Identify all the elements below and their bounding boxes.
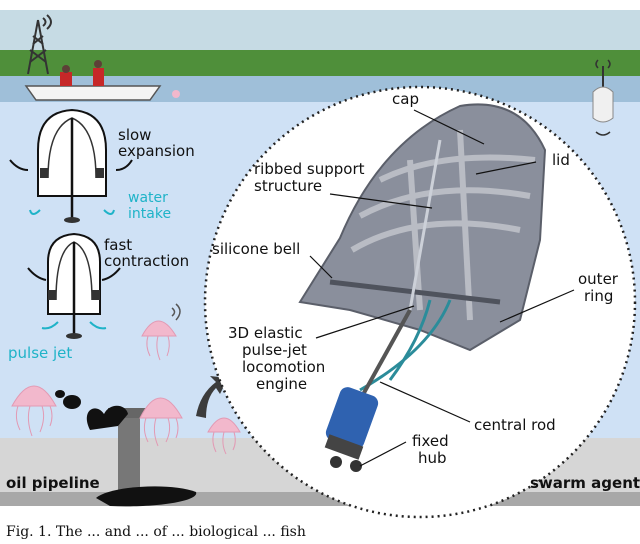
label-silicone-bell: silicone bell <box>212 240 300 258</box>
figure-caption: Fig. 1. The ... and ... of ... biologica… <box>6 524 306 540</box>
bell-expansion-schematic <box>9 108 133 223</box>
bell-contraction-schematic <box>27 232 121 339</box>
label-fixed-hub: fixed hub <box>412 432 453 467</box>
boat <box>24 60 180 101</box>
jellyfish <box>139 397 183 447</box>
jellyfish <box>207 417 241 455</box>
label-slow-expansion: slow expansion <box>118 126 195 160</box>
jellyfish-swarm <box>11 320 241 455</box>
seabed-base <box>0 492 640 506</box>
curved-arrow-icon <box>196 376 228 418</box>
radio-tower-icon <box>27 14 52 75</box>
label-oil-pipeline: oil pipeline <box>6 474 100 492</box>
jellyfish <box>11 385 57 437</box>
jellyfish-robot <box>298 103 547 472</box>
pipeline-pillar <box>118 414 140 496</box>
label-fast-contraction: fast contraction <box>104 236 189 270</box>
oil-spill <box>55 390 197 507</box>
grass-bank <box>0 50 640 78</box>
pipeline-cap <box>108 408 150 418</box>
label-central-rod: central rod <box>474 416 556 434</box>
label-swarm-agent: swarm agent <box>530 474 640 492</box>
label-engine: 3D elastic pulse-jet locomotion engine <box>228 324 330 393</box>
label-outer-ring: outer ring <box>578 270 623 305</box>
buoy <box>592 59 614 136</box>
wifi-icon <box>171 303 181 321</box>
label-lid: lid <box>552 151 570 169</box>
label-cap: cap <box>392 90 419 108</box>
pointer-lines <box>309 109 575 467</box>
label-ribbed-support: ribbed support structure <box>254 160 369 195</box>
label-pulse-jet: pulse jet <box>8 344 72 362</box>
jellyfish <box>141 320 177 361</box>
label-water-intake: water intake <box>128 190 172 222</box>
